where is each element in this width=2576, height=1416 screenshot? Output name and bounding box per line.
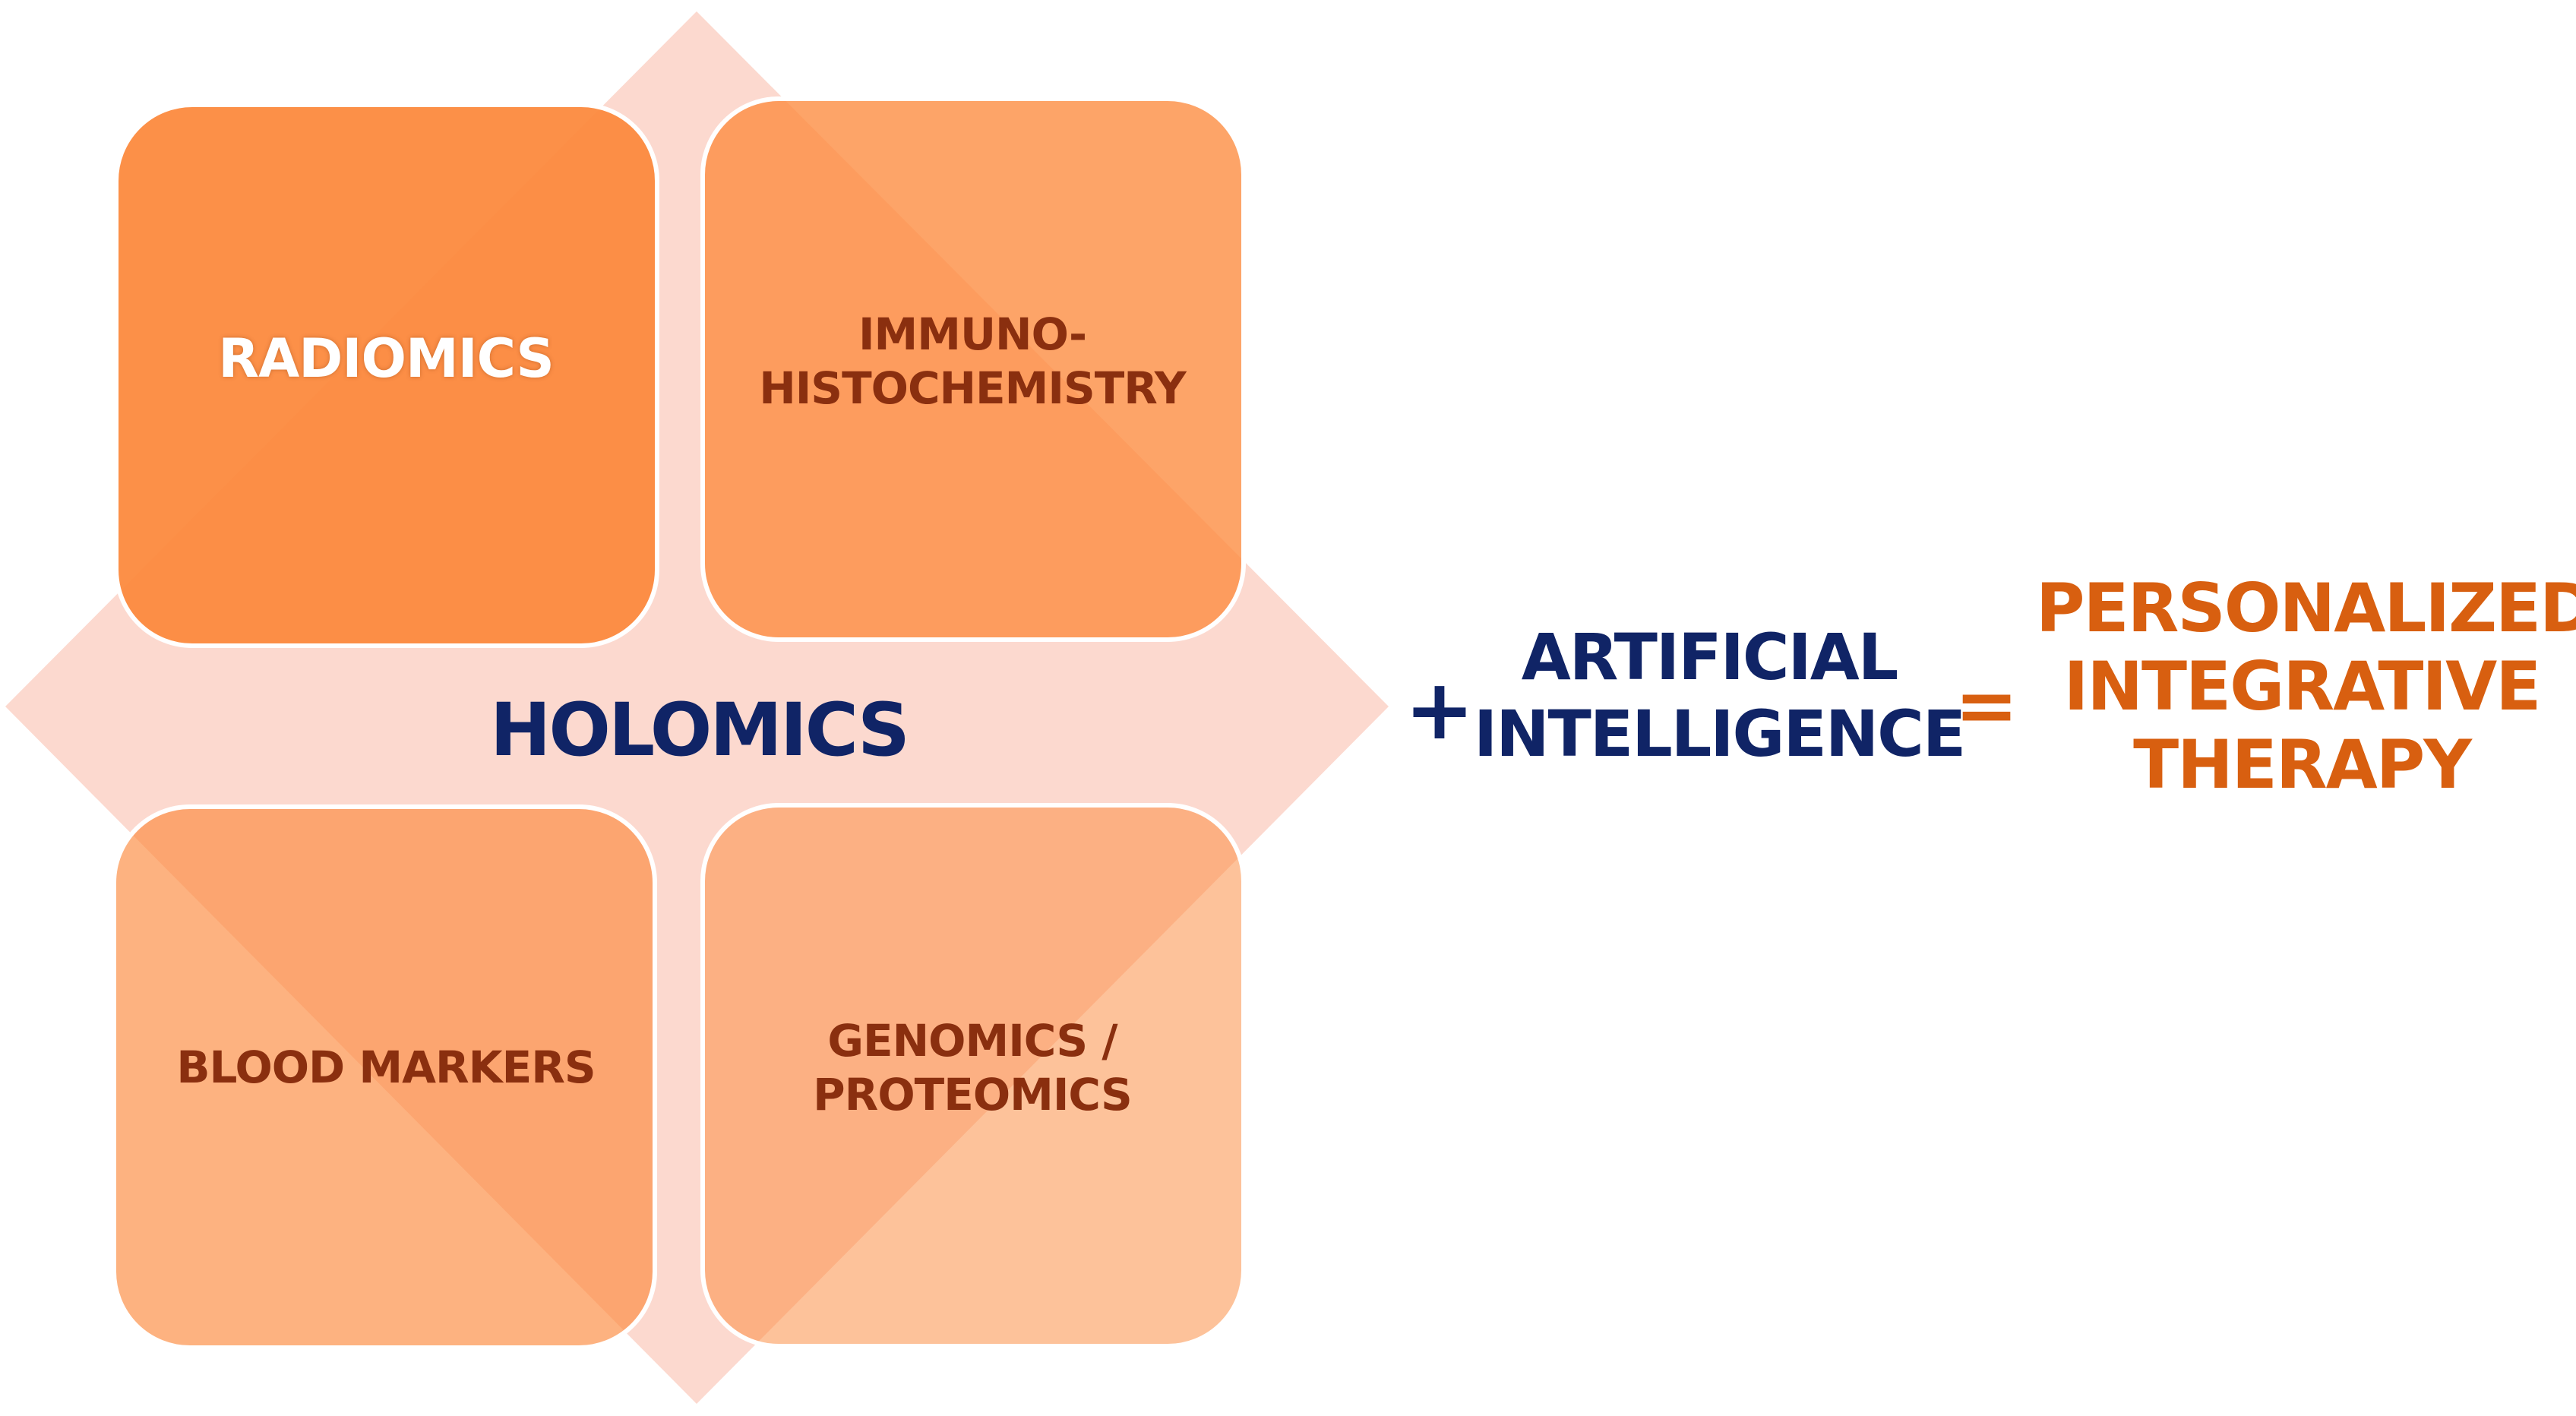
- quadrant-immunohistochemistry-box: [700, 96, 1246, 642]
- immunohistochemistry-label: IMMUNO- HISTOCHEMISTRY: [759, 308, 1187, 414]
- blood-markers-label: BLOOD MARKERS: [176, 1041, 596, 1093]
- personalized-integrative-therapy-label: PERSONALIZED INTEGRATIVE THERAPY: [2036, 569, 2576, 804]
- plus-sign: +: [1404, 661, 1475, 758]
- quadrant-radiomics-box: [114, 103, 659, 648]
- quadrant-genomics-proteomics-box: [700, 803, 1246, 1348]
- equals-sign: =: [1955, 661, 2018, 750]
- genomics-proteomics-label: GENOMICS / PROTEOMICS: [813, 1015, 1133, 1120]
- quadrant-blood-markers-box: [112, 804, 657, 1350]
- artificial-intelligence-label: ARTIFICIAL INTELLIGENCE: [1474, 620, 1966, 771]
- holomics-central-label: HOLOMICS: [490, 687, 910, 773]
- radiomics-label: RADIOMICS: [218, 327, 555, 390]
